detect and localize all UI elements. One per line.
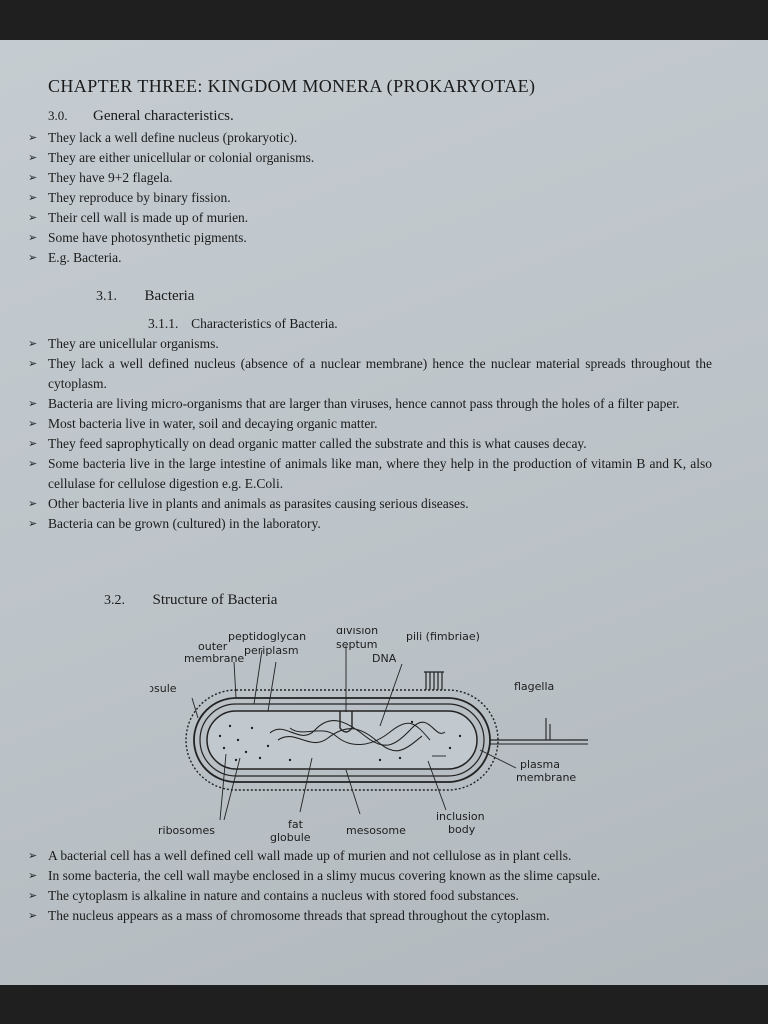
- arrowhead-bullet-icon: ➢: [28, 337, 38, 350]
- section-number: 3.0.: [48, 108, 68, 123]
- list-item: ➢They reproduce by binary fission.: [26, 188, 726, 208]
- ribosomes-dots: [218, 720, 462, 762]
- arrowhead-bullet-icon: ➢: [28, 171, 38, 184]
- section-title: Bacteria: [144, 288, 195, 304]
- arrowhead-bullet-icon: ➢: [28, 131, 38, 144]
- dna-strand: [269, 720, 446, 746]
- label-plasma-membrane: plasma: [520, 758, 560, 771]
- arrowhead-bullet-icon: ➢: [28, 889, 38, 902]
- label-plasma-membrane: membrane: [516, 771, 576, 784]
- label-division-septum: division: [336, 628, 378, 637]
- list-item: ➢The cytoplasm is alkaline in nature and…: [26, 886, 716, 906]
- list-item: ➢Most bacteria live in water, soil and d…: [26, 414, 712, 434]
- list-item: ➢They lack a well define nucleus (prokar…: [26, 128, 726, 148]
- subsection-number: 3.1.1.: [148, 316, 179, 331]
- chapter-title: CHAPTER THREE: KINGDOM MONERA (PROKARYOT…: [48, 76, 536, 96]
- arrowhead-bullet-icon: ➢: [28, 417, 38, 430]
- arrowhead-bullet-icon: ➢: [28, 251, 38, 264]
- arrowhead-bullet-icon: ➢: [28, 191, 38, 204]
- arrowhead-bullet-icon: ➢: [28, 869, 38, 882]
- label-capsule: ipsule: [150, 682, 177, 695]
- arrowhead-bullet-icon: ➢: [28, 151, 38, 164]
- arrowhead-bullet-icon: ➢: [28, 231, 38, 244]
- section-3-2-heading: 3.2. Structure of Bacteria: [104, 592, 277, 609]
- list-item: ➢A bacterial cell has a well defined cel…: [26, 846, 716, 866]
- label-dna: DNA: [372, 652, 397, 665]
- dna-strand: [289, 722, 431, 746]
- division-septum: [339, 711, 353, 733]
- section-3-1-heading: 3.1. Bacteria: [96, 288, 194, 305]
- bacteria-characteristics-list: ➢They are unicellular organisms. ➢They l…: [26, 334, 712, 534]
- arrowhead-bullet-icon: ➢: [28, 517, 38, 530]
- list-item: ➢Bacteria can be grown (cultured) in the…: [26, 514, 712, 534]
- section-title: Structure of Bacteria: [152, 592, 278, 608]
- arrowhead-bullet-icon: ➢: [28, 497, 38, 510]
- list-item: ➢Bacteria are living micro-organisms tha…: [26, 394, 712, 414]
- dna-strand: [277, 728, 423, 752]
- label-peptidoglycan: peptidoglycan: [228, 630, 306, 643]
- bacteria-structure-diagram: outer membrane peptidoglycan periplasm d…: [150, 628, 588, 844]
- general-characteristics-list: ➢They lack a well define nucleus (prokar…: [26, 128, 726, 268]
- arrowhead-bullet-icon: ➢: [28, 437, 38, 450]
- label-inclusion-body: inclusion: [436, 810, 485, 823]
- section-number: 3.2.: [104, 593, 125, 608]
- document-page: CHAPTER THREE: KINGDOM MONERA (PROKARYOT…: [0, 40, 768, 985]
- list-item: ➢Other bacteria live in plants and anima…: [26, 494, 712, 514]
- subsection-title: Characteristics of Bacteria.: [191, 316, 338, 331]
- arrowhead-bullet-icon: ➢: [28, 357, 38, 370]
- list-item: ➢The nucleus appears as a mass of chromo…: [26, 906, 716, 926]
- list-item: ➢Some bacteria live in the large intesti…: [28, 456, 712, 491]
- section-number: 3.1.: [96, 289, 117, 304]
- arrowhead-bullet-icon: ➢: [28, 849, 38, 862]
- arrowhead-bullet-icon: ➢: [28, 397, 38, 410]
- capsule-outline: [185, 689, 499, 791]
- list-item: ➢Their cell wall is made up of murien.: [26, 208, 726, 228]
- label-outer-membrane: outer: [198, 640, 228, 653]
- label-pili: pili (fimbriae): [406, 630, 480, 643]
- section-3-0-heading: 3.0. General characteristics.: [48, 108, 234, 125]
- list-item: ➢They have 9+2 flagela.: [26, 168, 726, 188]
- list-item: ➢Some have photosynthetic pigments.: [26, 228, 726, 248]
- label-mesosome: mesosome: [346, 824, 406, 837]
- label-inclusion-body: body: [448, 823, 476, 836]
- list-item: ➢They are either unicellular or colonial…: [26, 148, 726, 168]
- arrowhead-bullet-icon: ➢: [28, 457, 38, 470]
- list-item: ➢They are unicellular organisms.: [26, 334, 712, 354]
- bacteria-structure-list: ➢A bacterial cell has a well defined cel…: [26, 846, 716, 926]
- label-periplasm: periplasm: [244, 644, 299, 657]
- section-3-1-1-heading: 3.1.1. Characteristics of Bacteria.: [148, 316, 338, 332]
- arrowhead-bullet-icon: ➢: [28, 211, 38, 224]
- list-item: ➢They lack a well defined nucleus (absen…: [28, 356, 712, 391]
- pili: [424, 671, 444, 690]
- section-title: General characteristics.: [93, 108, 234, 124]
- list-item: ➢E.g. Bacteria.: [26, 248, 726, 268]
- label-flagella: flagella: [514, 680, 554, 693]
- label-division-septum: septum: [336, 638, 377, 651]
- list-item: ➢In some bacteria, the cell wall maybe e…: [26, 866, 716, 886]
- label-ribosomes: ribosomes: [158, 824, 215, 837]
- leader-lines: [191, 646, 517, 821]
- peptidoglycan-outline: [199, 703, 485, 777]
- label-fat-globule: fat: [288, 818, 304, 831]
- label-fat-globule: globule: [270, 831, 311, 844]
- arrowhead-bullet-icon: ➢: [28, 909, 38, 922]
- label-outer-membrane: membrane: [184, 652, 244, 665]
- list-item: ➢They feed saprophytically on dead organ…: [26, 434, 712, 454]
- flagellum-hook: [545, 718, 551, 740]
